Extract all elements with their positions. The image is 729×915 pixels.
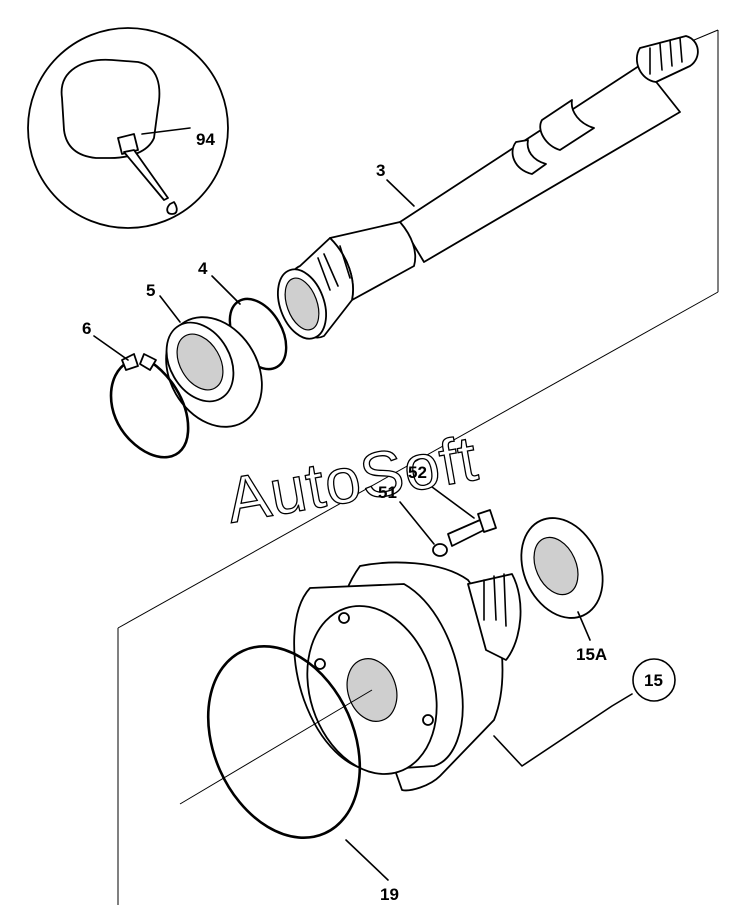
circlip — [93, 335, 190, 459]
callout-5: 5 — [146, 281, 155, 300]
callout-52: 52 — [408, 463, 427, 482]
watermark: AutoSoft — [221, 422, 483, 537]
callout-4: 4 — [198, 259, 208, 278]
seal-ring — [179, 645, 389, 881]
assembly-guide-box — [117, 29, 719, 905]
input-shaft — [277, 35, 699, 340]
bolt-and-washer — [399, 483, 497, 557]
callout-15A: 15A — [576, 645, 607, 664]
roller-bearing — [159, 295, 263, 428]
callout-3: 3 — [376, 161, 385, 180]
callout-15-circle: 15 — [632, 658, 676, 702]
adhesive-bottle-inset — [27, 27, 229, 229]
callout-94: 94 — [196, 130, 215, 149]
thrust-washer — [520, 517, 604, 641]
callout-19: 19 — [380, 885, 399, 904]
callout-51: 51 — [378, 483, 397, 502]
callout-6: 6 — [82, 319, 91, 338]
callout-15: 15 — [644, 671, 663, 690]
